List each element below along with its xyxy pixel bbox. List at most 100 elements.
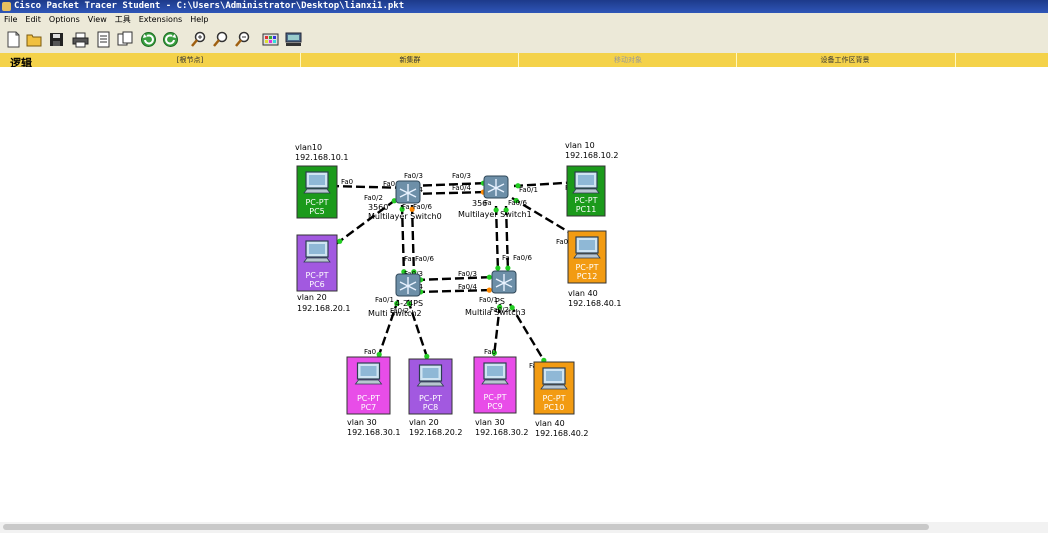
pc-ip-label: 192.168.10.2 <box>565 151 618 160</box>
menu-edit[interactable]: Edit <box>25 15 41 24</box>
pc-ip-label: 192.168.20.1 <box>297 304 350 313</box>
tab-move-object[interactable]: 移动对象 <box>614 56 642 64</box>
pc-name-label: PC9 <box>487 402 503 411</box>
zoom-in-icon[interactable] <box>190 31 207 48</box>
port-label: Fa0/6 <box>413 203 432 211</box>
pc-ip-label: 192.168.10.1 <box>295 153 348 162</box>
new-file-icon[interactable] <box>5 31 22 48</box>
palette-icon[interactable] <box>262 31 279 48</box>
menu-help[interactable]: Help <box>190 15 209 24</box>
port-label: Fa0/3 <box>404 172 423 180</box>
activity-wizard-icon[interactable] <box>95 31 112 48</box>
menu-extensions[interactable]: Extensions <box>138 15 183 24</box>
pc-ip-label: 192.168.40.1 <box>568 299 621 308</box>
zoom-reset-icon[interactable] <box>212 31 229 48</box>
copy-icon[interactable] <box>117 31 134 48</box>
port-label: Fa0/1 <box>375 296 394 304</box>
menu-bar: File Edit Options View 工具 Extensions Help <box>0 13 1048 27</box>
switch-arrows <box>495 274 513 291</box>
menu-options[interactable]: Options <box>48 15 80 24</box>
zoom-out-icon[interactable] <box>234 31 251 48</box>
tab-workspace-background[interactable]: 设备工作区背景 <box>820 56 870 64</box>
port-label: Fa0/6 <box>513 254 532 262</box>
pc-name-label: PC6 <box>309 280 325 289</box>
horizontal-scrollbar[interactable] <box>0 522 1048 533</box>
redo-icon[interactable] <box>162 31 179 48</box>
link-light <box>486 287 492 293</box>
cable-link <box>406 299 430 361</box>
switch-name-label: Multila Switch3 <box>465 308 526 317</box>
multilayer-switch[interactable]: PS Multila Switch3 <box>465 270 526 317</box>
port-label: Fa0/2 <box>364 194 383 202</box>
link-light <box>394 300 400 307</box>
menu-tools[interactable]: 工具 <box>114 15 131 24</box>
print-icon[interactable] <box>72 31 89 48</box>
pc-name-label: PC7 <box>361 403 377 412</box>
pc-keyboard-icon <box>303 257 331 263</box>
pc-vlan-label: vlan 10 <box>565 141 595 150</box>
cable-link <box>494 205 500 273</box>
pc-name-label: PC10 <box>544 403 565 412</box>
link-light <box>497 304 503 310</box>
pc-keyboard-icon <box>354 379 383 385</box>
link-light <box>401 269 407 275</box>
pc-type-label: PC-PT <box>419 394 442 403</box>
cable-link <box>415 275 495 282</box>
save-icon[interactable] <box>48 31 65 48</box>
pc-screen <box>422 368 439 378</box>
link-light <box>495 265 501 271</box>
logical-view-label: 逻辑 <box>10 57 32 70</box>
menu-view[interactable]: View <box>87 15 107 24</box>
open-folder-icon[interactable] <box>26 31 43 48</box>
undo-icon[interactable] <box>140 31 157 48</box>
port-label: Fa0/3 <box>458 270 477 278</box>
app-icon <box>2 2 11 11</box>
tab-root-node[interactable]: [根节点] <box>176 56 204 64</box>
port-label: Fa0 <box>556 238 568 246</box>
title-bar: Cisco Packet Tracer Student - C:\Users\A… <box>0 0 1048 14</box>
workspace-canvas[interactable]: Fa0Fa0/1Fa0/2Fa0/3Fa0/4FaFa0/6Fa0/3Fa0/4… <box>0 67 1048 522</box>
switch-name-label: Multilayer Switch1 <box>458 210 532 219</box>
pc-type-label: PC-PT <box>574 196 597 205</box>
pc-keyboard-icon <box>481 379 509 385</box>
pc-type-label: PC-PT <box>305 198 328 207</box>
pc-screen <box>546 371 562 381</box>
cable-link <box>335 197 399 245</box>
menu-file[interactable]: File <box>4 15 18 24</box>
device-template-icon[interactable] <box>285 31 302 48</box>
link-light <box>509 305 515 311</box>
tab-bar: [根节点] 新集群 移动对象 设备工作区背景 <box>0 53 1048 68</box>
link-light <box>486 274 492 280</box>
link-light <box>424 353 430 359</box>
tab-new-cluster[interactable]: 新集群 <box>399 56 421 64</box>
switch-model-label: 356 <box>472 199 487 208</box>
toolbar <box>0 27 1048 54</box>
link-light <box>337 238 343 244</box>
link-light <box>505 265 511 271</box>
scrollbar-thumb[interactable] <box>3 524 929 530</box>
tab-separator <box>518 53 519 67</box>
port-label: Fa0/6 <box>508 199 527 207</box>
switch-model-label: PS <box>495 297 505 306</box>
link-light <box>491 350 497 356</box>
pc-screen <box>360 366 377 376</box>
network-topology: Fa0Fa0/1Fa0/2Fa0/3Fa0/4FaFa0/6Fa0/3Fa0/4… <box>295 141 621 438</box>
cable-link <box>492 303 502 357</box>
port-label: Fa <box>402 203 410 211</box>
pc-type-label: PC-PT <box>483 393 506 402</box>
link-light <box>409 206 415 212</box>
pc-vlan-label: vlan 30 <box>347 418 377 427</box>
pc-name-label: PC5 <box>309 207 325 216</box>
